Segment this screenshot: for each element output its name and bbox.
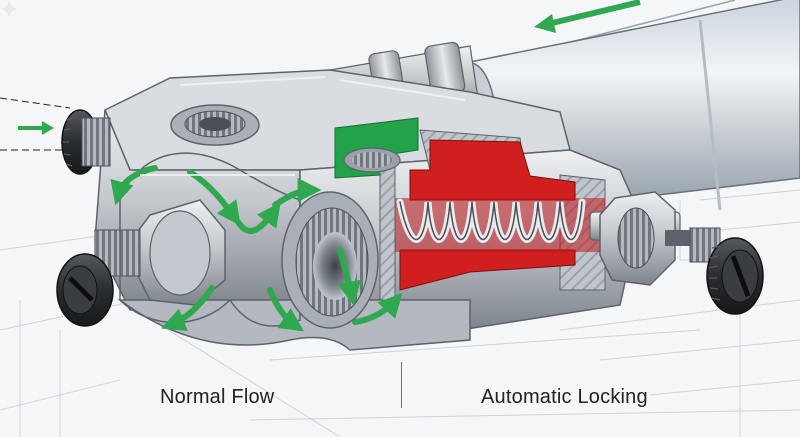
- housing-highlights: [140, 76, 466, 176]
- sparkle-icon: [0, 0, 18, 18]
- cutaway-top-port: [343, 147, 401, 173]
- automatic-locking-label: Automatic Locking: [481, 386, 648, 408]
- left-adjust-bolt: [56, 199, 226, 327]
- right-hex-nut: [599, 191, 676, 286]
- right-knob-icon: [665, 227, 764, 315]
- front-port-right: [281, 191, 379, 329]
- flow-arrow-icon: [18, 121, 54, 135]
- top-port: [170, 104, 260, 146]
- label-divider: [401, 362, 402, 408]
- spring-icon: [395, 198, 605, 252]
- flow-arrow-icon: [110, 165, 403, 332]
- inlet-knob-icon: [61, 109, 111, 175]
- input-guide-lines: [0, 97, 71, 151]
- normal-flow-label: Normal Flow: [160, 386, 275, 408]
